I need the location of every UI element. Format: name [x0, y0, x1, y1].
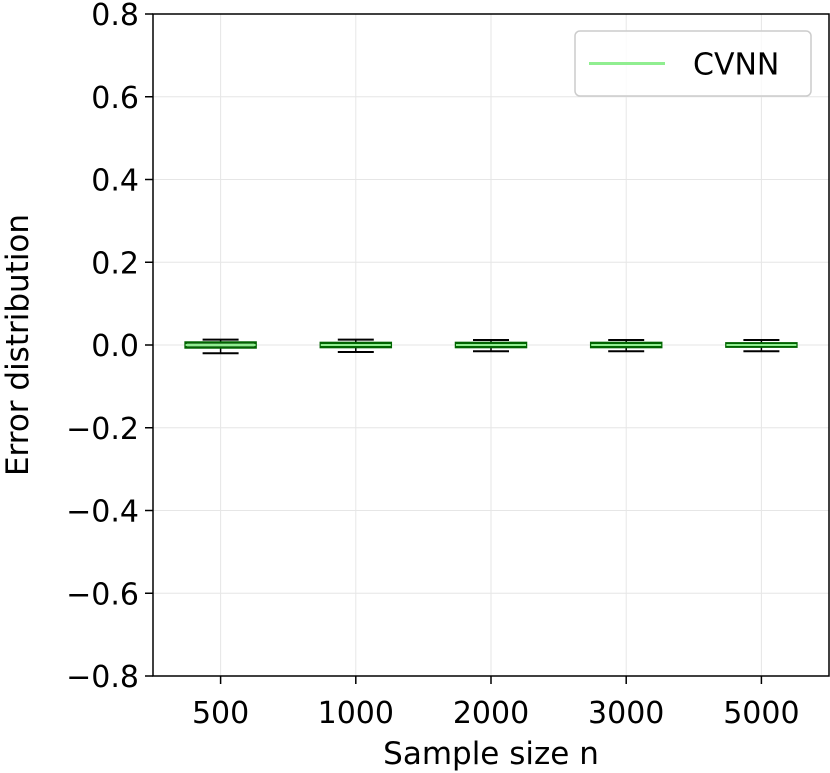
box-series	[184, 338, 798, 355]
x-axis-label: Sample size n	[383, 736, 599, 772]
y-axis-ticks: −0.8 −0.6 −0.4 −0.2 0.0 0.2 0.4 0.6 0.8	[66, 0, 153, 695]
x-tick-label: 3000	[588, 696, 664, 731]
y-tick-label: 0.4	[91, 164, 139, 199]
box-500	[184, 338, 257, 355]
y-axis-label: Error distribution	[0, 214, 36, 476]
x-tick-label: 5000	[723, 696, 799, 731]
y-tick-label: 0.0	[91, 329, 139, 364]
box-3000	[589, 339, 663, 353]
box-1000	[319, 338, 393, 354]
legend-frame	[574, 30, 812, 97]
x-tick-label: 2000	[453, 696, 529, 731]
box-5000	[725, 339, 798, 353]
x-tick-label: 500	[192, 696, 249, 731]
y-tick-label: 0.6	[91, 81, 139, 116]
y-tick-label: −0.2	[66, 412, 139, 447]
x-axis-ticks: 500 1000 2000 3000 5000	[192, 676, 800, 731]
y-tick-label: 0.2	[91, 246, 139, 281]
y-tick-label: −0.6	[66, 577, 139, 612]
legend-label-cvnn: CVNN	[693, 48, 779, 83]
y-tick-label: −0.4	[66, 495, 139, 530]
legend: CVNN	[574, 30, 812, 97]
y-tick-label: 0.8	[91, 0, 139, 33]
box-2000	[454, 339, 528, 353]
x-tick-label: 1000	[318, 696, 394, 731]
y-tick-label: −0.8	[66, 660, 139, 695]
